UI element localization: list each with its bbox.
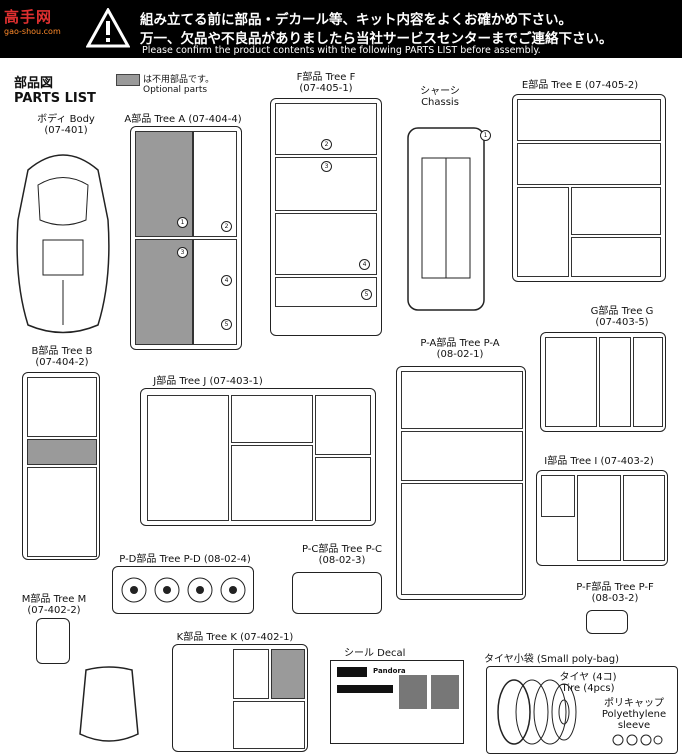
tire-drawing [497,679,577,745]
optional-parts-legend: は不用部品です。 Optional parts [143,75,215,95]
tree-b-optional-part [27,439,97,465]
tree-i [536,470,668,566]
tree-a: 1 2 3 4 5 [130,126,242,350]
tree-e-label: E部品 Tree E (07-405-2) [521,80,639,91]
tree-pc [292,572,382,614]
tree-k-label: K部品 Tree K (07-402-1) [176,632,294,643]
tree-f-label: F部品 Tree F(07-405-1) [296,72,356,94]
decal-sheet: Pandora [330,660,464,744]
tree-pc-label: P-C部品 Tree P-C(08-02-3) [302,544,382,566]
header-banner: 高手网 gao-shou.com 組み立てる前に部品・デカール等、キット内容をよ… [0,0,682,58]
warning-icon [86,8,130,48]
polybag-box [486,666,678,754]
tree-a-label: A部品 Tree A (07-404-4) [124,114,242,125]
chassis-drawing [407,127,485,311]
tree-i-label: I部品 Tree I (07-403-2) [544,456,654,467]
tire-label: タイヤ (4コ)Tire (4pcs) [559,672,617,694]
tree-b-label: B部品 Tree B(07-404-2) [31,346,93,368]
notice-line-3: Please confirm the product contents with… [142,45,541,56]
optional-parts-swatch [116,74,140,86]
site-logo: 高手网 gao-shou.com [4,8,61,36]
tree-g-label: G部品 Tree G(07-403-5) [590,306,654,328]
tree-e [512,94,666,282]
tree-g [540,332,666,432]
tree-f: 2 3 4 5 [270,98,382,336]
tree-j [140,388,376,526]
decal-label: シール Decal [344,648,406,659]
tree-b [22,372,100,560]
seat-shell-drawing [79,666,139,742]
tree-k-optional-part [271,649,305,699]
tree-pf-label: P-F部品 Tree P-F(08-03-2) [576,582,654,604]
body-label: ボディ Body(07-401) [37,114,95,136]
tree-pf [586,610,628,634]
notice-line-2: 万一、欠品や不良品がありましたら当社サービスセンターまでご連絡下さい。 [140,31,613,47]
tree-m-label: M部品 Tree M(07-402-2) [21,594,87,616]
body-drawing [16,154,110,334]
tree-j-label: J部品 Tree J (07-403-1) [153,376,263,387]
tree-m [36,618,70,664]
tree-k [172,644,308,752]
notice-line-1: 組み立てる前に部品・デカール等、キット内容をよくお確かめ下さい。 [140,12,572,28]
polybag-label: タイヤ小袋 (Small poly-bag) [484,654,620,665]
tree-pd [112,566,254,614]
tree-pd-wheels [121,577,246,603]
sleeve-drawing [612,734,663,746]
parts-list-title: 部品図 PARTS LIST [14,76,96,106]
tree-pa [396,366,526,600]
tree-pa-label: P-A部品 Tree P-A(08-02-1) [420,338,500,360]
tree-pd-label: P-D部品 Tree P-D (08-02-4) [119,554,251,565]
